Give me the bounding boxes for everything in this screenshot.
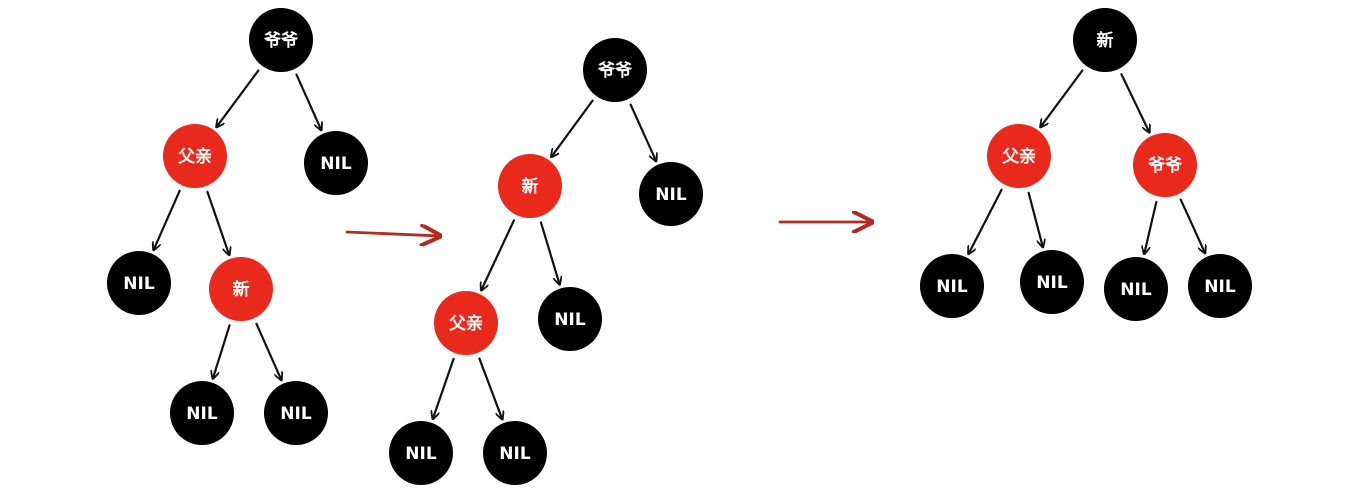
- node-circle: [264, 381, 328, 445]
- edge-new-to-grandparent: [1120, 73, 1149, 132]
- node-new-right-nil: NIL: [264, 381, 328, 445]
- node-label: 父亲: [1001, 146, 1036, 167]
- edge-grandparent-to-uncle-nil: [629, 103, 657, 162]
- node-label: 新: [522, 176, 539, 197]
- node-circle: [434, 291, 498, 355]
- edge-new-to-new-left-nil: [213, 324, 231, 378]
- node-new: 新: [498, 154, 562, 218]
- node-grandparent: 爷爷: [1133, 133, 1197, 197]
- node-circle: [304, 131, 368, 195]
- node-parent-right-nil: NIL: [1020, 250, 1084, 314]
- node-label: NIL: [280, 404, 312, 424]
- node-label: NIL: [186, 404, 218, 424]
- node-circle: [920, 254, 984, 318]
- node-label: 爷爷: [1148, 155, 1183, 176]
- node-label: NIL: [123, 274, 155, 294]
- node-label: 新: [1097, 30, 1114, 51]
- node-circle: [538, 287, 602, 351]
- edge-parent-to-parent-right-nil: [478, 357, 502, 420]
- node-circle: [209, 257, 273, 321]
- node-circle: [389, 421, 453, 485]
- tree-after-left-rotation-edges: [433, 99, 657, 420]
- node-parent: 父亲: [987, 124, 1051, 188]
- node-label: NIL: [405, 444, 437, 464]
- node-label: 新: [233, 279, 250, 300]
- node-label: 父亲: [177, 146, 212, 167]
- transition-arrow-before-to-after-left-rotation: [345, 232, 440, 236]
- edge-parent-to-parent-right-nil: [1027, 191, 1043, 247]
- edge-new-to-new-right-nil: [539, 221, 560, 284]
- node-grandparent-right-nil: NIL: [1188, 254, 1252, 318]
- node-circle: [170, 381, 234, 445]
- edge-new-to-parent: [481, 219, 516, 290]
- node-grandparent: 爷爷: [249, 8, 313, 72]
- node-parent: 父亲: [434, 291, 498, 355]
- node-circle: [249, 8, 313, 72]
- node-label: 爷爷: [264, 30, 299, 51]
- node-circle: [1133, 133, 1197, 197]
- edge-grandparent-to-parent: [216, 69, 260, 128]
- edge-new-to-new-right-nil: [255, 322, 281, 380]
- node-label: NIL: [655, 185, 687, 205]
- edge-parent-to-parent-left-nil: [154, 189, 181, 250]
- transitions-layer: [345, 222, 872, 236]
- node-parent-left-nil: NIL: [107, 251, 171, 315]
- node-label: 父亲: [448, 313, 483, 334]
- node-uncle-nil: NIL: [639, 162, 703, 226]
- node-new: 新: [209, 257, 273, 321]
- node-circle: [498, 154, 562, 218]
- edge-parent-to-parent-left-nil: [968, 188, 1003, 254]
- edge-parent-to-parent-left-nil: [433, 357, 455, 419]
- edge-grandparent-to-grandparent-left-nil: [1144, 200, 1158, 254]
- node-grandparent-left-nil: NIL: [1104, 257, 1168, 321]
- node-label: NIL: [499, 444, 531, 464]
- tree-after-left-rotation-nodes: 爷爷新 NIL 父亲 NIL NIL NIL: [389, 38, 703, 485]
- node-label: NIL: [554, 310, 586, 330]
- edge-parent-to-new: [206, 190, 229, 255]
- edges-layer: [154, 69, 1206, 420]
- node-circle: [583, 38, 647, 102]
- node-parent-right-nil: NIL: [483, 421, 547, 485]
- node-circle: [639, 162, 703, 226]
- node-new-left-nil: NIL: [170, 381, 234, 445]
- tree-before-edges: [154, 69, 322, 381]
- edge-grandparent-to-grandparent-right-nil: [1179, 198, 1205, 254]
- node-label: NIL: [1036, 273, 1068, 293]
- node-circle: [987, 124, 1051, 188]
- node-circle: [1073, 8, 1137, 72]
- node-label: 爷爷: [598, 60, 633, 81]
- node-circle: [1020, 250, 1084, 314]
- node-new-right-nil: NIL: [538, 287, 602, 351]
- node-circle: [1188, 254, 1252, 318]
- node-label: NIL: [1120, 280, 1152, 300]
- edge-new-to-parent: [1040, 69, 1084, 128]
- tree-after-right-rotation-recolor-nodes: 新父亲 爷爷 NIL NIL NIL NIL: [920, 8, 1252, 321]
- node-parent: 父亲: [163, 124, 227, 188]
- edge-grandparent-to-new: [551, 99, 594, 157]
- node-circle: [107, 251, 171, 315]
- node-uncle-nil: NIL: [304, 131, 368, 195]
- edge-grandparent-to-uncle-nil: [295, 73, 322, 130]
- node-circle: [1104, 257, 1168, 321]
- node-parent-left-nil: NIL: [389, 421, 453, 485]
- node-label: NIL: [1204, 277, 1236, 297]
- tree-after-right-rotation-recolor-edges: [968, 69, 1205, 254]
- node-grandparent: 爷爷: [583, 38, 647, 102]
- node-label: NIL: [320, 154, 352, 174]
- node-label: NIL: [936, 277, 968, 297]
- node-circle: [483, 421, 547, 485]
- node-parent-left-nil: NIL: [920, 254, 984, 318]
- node-circle: [163, 124, 227, 188]
- node-new: 新: [1073, 8, 1137, 72]
